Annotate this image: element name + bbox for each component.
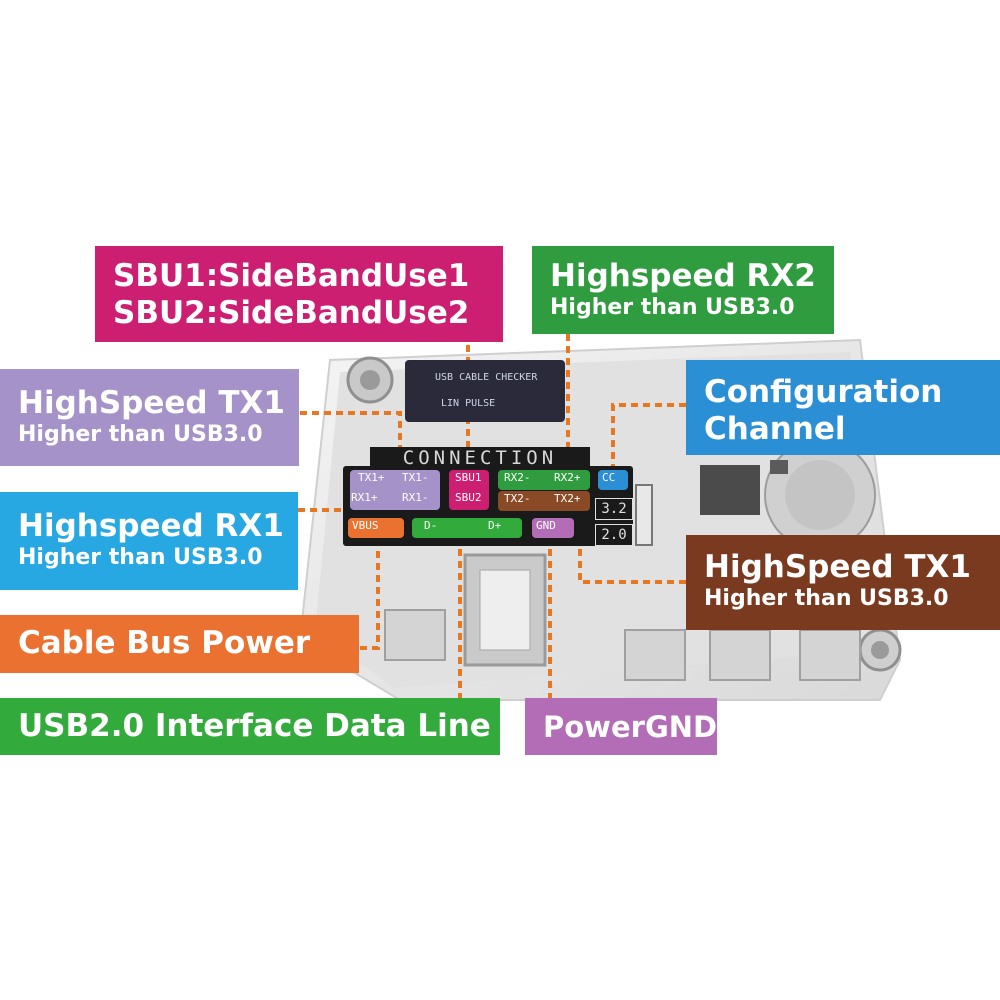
led-cc: CC <box>598 470 628 490</box>
callout-cc-line2: Channel <box>704 411 846 448</box>
screen-line-1: USB CABLE CHECKER <box>435 372 538 383</box>
callout-rx1-line2: Higher than USB3.0 <box>18 545 263 571</box>
screen-line-2: LIN PULSE <box>441 398 496 409</box>
callout-tx1-right-line2: Higher than USB3.0 <box>704 586 949 612</box>
led-sbu2: SBU2 <box>455 491 482 504</box>
led-group-rx2 <box>498 470 590 490</box>
version-20-label: 2.0 <box>595 524 633 546</box>
led-group-tx1-rx1 <box>350 470 440 510</box>
callout-tx1-right: HighSpeed TX1 Higher than USB3.0 <box>686 535 1000 630</box>
callout-tx1-left-line1: HighSpeed TX1 <box>18 385 285 421</box>
callout-gnd: PowerGND <box>525 698 717 755</box>
led-tx2-plus: TX2+ <box>554 492 581 505</box>
callout-usb2: USB2.0 Interface Data Line <box>0 698 500 755</box>
callout-tx1-left: HighSpeed TX1 Higher than USB3.0 <box>0 369 299 466</box>
led-tx1-minus: TX1- <box>402 471 429 484</box>
led-sbu1: SBU1 <box>455 471 482 484</box>
callout-gnd-line1: PowerGND <box>543 710 718 744</box>
led-group-usb2 <box>412 518 522 538</box>
callout-tx1-right-line1: HighSpeed TX1 <box>704 549 971 585</box>
callout-rx1: Highspeed RX1 Higher than USB3.0 <box>0 492 298 590</box>
callout-sbu-line1: SBU1:SideBandUse1 <box>113 258 470 294</box>
callout-vbus: Cable Bus Power <box>0 615 359 673</box>
led-group-sbu <box>449 470 489 510</box>
led-cc-label: CC <box>602 471 616 484</box>
led-vbus: VBUS <box>348 518 404 538</box>
callout-vbus-line1: Cable Bus Power <box>18 625 311 661</box>
led-gnd-label: GND <box>536 519 556 532</box>
panel-title: CONNECTION <box>370 447 590 469</box>
led-vbus-label: VBUS <box>352 519 379 532</box>
led-rx1-minus: RX1- <box>402 491 429 504</box>
oled-screen: USB CABLE CHECKER LIN PULSE <box>405 360 565 422</box>
callout-usb2-line1: USB2.0 Interface Data Line <box>18 708 491 744</box>
led-d-plus: D+ <box>488 519 502 532</box>
callout-tx1-left-line2: Higher than USB3.0 <box>18 422 263 448</box>
callout-sbu-line2: SBU2:SideBandUse2 <box>113 295 470 332</box>
callout-rx2-line2: Higher than USB3.0 <box>550 295 795 321</box>
led-rx1-plus: RX1+ <box>351 491 378 504</box>
callout-rx1-line1: Highspeed RX1 <box>18 508 284 544</box>
led-rx2-minus: RX2- <box>504 471 531 484</box>
led-gnd: GND <box>532 518 574 538</box>
led-rx2-plus: RX2+ <box>554 471 581 484</box>
callout-rx2-line1: Highspeed RX2 <box>550 258 816 294</box>
led-d-minus: D- <box>424 519 438 532</box>
callout-sbu: SBU1:SideBandUse1 SBU2:SideBandUse2 <box>95 246 503 342</box>
callout-cc: Configuration Channel <box>686 360 1000 455</box>
led-tx2-minus: TX2- <box>504 492 531 505</box>
led-group-tx2 <box>498 491 590 511</box>
led-tx1-plus: TX1+ <box>358 471 385 484</box>
version-32-label: 3.2 <box>595 498 633 520</box>
callout-cc-line1: Configuration <box>704 374 943 410</box>
callout-rx2: Highspeed RX2 Higher than USB3.0 <box>532 246 834 334</box>
